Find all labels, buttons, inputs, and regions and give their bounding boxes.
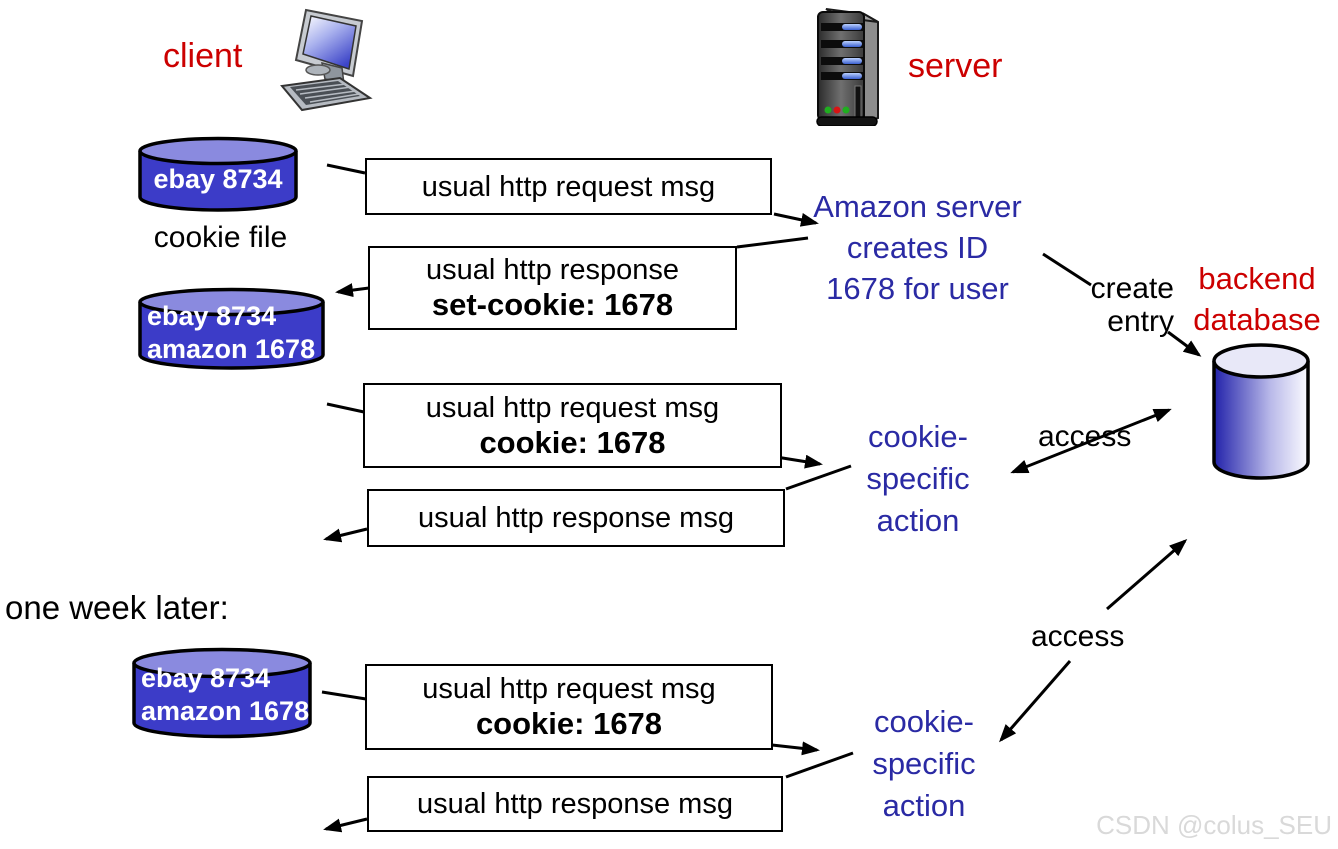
drive-slots: [821, 23, 863, 80]
backend-label-line-2: database: [1193, 302, 1321, 337]
cookie-file-3-entry-2: amazon 1678: [141, 696, 310, 726]
line-response3-in: [785, 751, 854, 779]
amazon-server-note: Amazon server creates ID 1678 for user: [800, 186, 1035, 309]
client-label: client: [163, 37, 243, 75]
client-computer-icon: [280, 8, 373, 112]
message-box-response-2: usual http response msg: [367, 489, 785, 547]
cookie-action-bottom-line-1: cookie-: [874, 704, 974, 739]
amazon-note-line-1: Amazon server: [813, 189, 1022, 224]
access-label-bottom: access: [1031, 620, 1125, 653]
watermark: CSDN @colus_SEU: [1096, 810, 1332, 840]
line-response1-in: [736, 236, 809, 249]
arrow-access-top-bidirectional: [1010, 408, 1172, 474]
cookie-action-bottom-line-3: action: [882, 788, 966, 823]
cookie-file-cylinder-1: [138, 136, 298, 212]
arrows-group: [321, 163, 1202, 833]
create-entry-label: create entry: [1022, 272, 1174, 338]
server-label: server: [908, 47, 1003, 85]
backend-label-line-1: backend: [1198, 261, 1316, 296]
backend-database-cylinder: [1212, 343, 1310, 480]
arrow-access-bottom-to-database: [1106, 539, 1188, 611]
line-create-entry: [1042, 252, 1092, 287]
cookie-action-bottom-line-2: specific: [872, 746, 976, 781]
led-green-2: [842, 106, 850, 114]
arrow-response2-to-client: [323, 527, 368, 543]
message-box-request-1: usual http request msg: [365, 158, 772, 215]
create-entry-line-2: entry: [1107, 305, 1174, 338]
message-cookie-header: set-cookie: 1678: [431, 287, 674, 322]
cookie-action-top-line-1: cookie-: [868, 419, 968, 454]
message-text: usual http response msg: [418, 502, 734, 534]
cookie-file-2-entries: ebay 8734 amazon 1678: [147, 300, 315, 366]
cookie-file-3-entry-1: ebay 8734: [141, 663, 271, 693]
access-label-top: access: [1038, 420, 1132, 453]
monitor: [294, 8, 364, 86]
create-entry-line-1: create: [1090, 272, 1174, 305]
arrow-response1-to-client: [335, 283, 370, 298]
message-cookie-header: cookie: 1678: [475, 706, 663, 741]
cookie-file-2-entry-2: amazon 1678: [147, 334, 316, 364]
line-request1-in: [326, 163, 366, 175]
amazon-note-line-2: creates ID: [846, 230, 989, 265]
line-request2-in: [326, 402, 365, 414]
cookie-file-cylinder-3: [132, 647, 312, 739]
arrow-request1-to-server: [773, 212, 819, 227]
cookie-file-label: cookie file: [153, 221, 288, 254]
message-text: usual http response: [425, 254, 680, 286]
cookie-file-1-entry: ebay 8734: [153, 164, 283, 194]
amazon-note-line-3: 1678 for user: [826, 271, 1009, 306]
cookie-action-top-line-2: specific: [866, 461, 970, 496]
cookie-file-3-entries: ebay 8734 amazon 1678: [141, 662, 309, 728]
cookie-file-2-entry-1: ebay 8734: [147, 301, 277, 331]
keyboard: [280, 76, 373, 112]
message-text: usual http response msg: [417, 788, 733, 820]
message-cookie-header: cookie: 1678: [479, 424, 666, 460]
message-text: usual http request msg: [422, 673, 716, 705]
line-request3-in: [321, 690, 367, 701]
arrow-response3-to-client: [323, 817, 368, 833]
tower-body: [817, 8, 879, 124]
led-green-1: [824, 106, 832, 114]
front-panel: [816, 85, 878, 126]
arrow-access-bottom-to-action: [999, 660, 1072, 743]
line-response2-in: [785, 464, 852, 491]
arrow-entry-to-database: [1167, 330, 1202, 357]
server-tower-icon: [816, 8, 879, 126]
message-text: usual http request msg: [425, 391, 720, 424]
message-text: usual http request msg: [421, 170, 716, 203]
cookie-action-top-line-3: action: [876, 503, 960, 538]
message-box-request-3: usual http request msg cookie: 1678: [365, 664, 773, 750]
backend-database-label: backend database: [1172, 258, 1338, 340]
cookie-action-note-top: cookie- specific action: [843, 416, 993, 542]
message-box-response-1: usual http response set-cookie: 1678: [368, 246, 737, 330]
cookie-action-note-bottom: cookie- specific action: [848, 701, 1000, 827]
message-box-request-2: usual http request msg cookie: 1678: [363, 383, 782, 468]
arrow-request3-to-action: [771, 741, 820, 756]
cookie-file-cylinder-2: [138, 287, 325, 370]
led-red: [833, 106, 841, 114]
message-box-response-3: usual http response msg: [367, 776, 783, 832]
one-week-later-label: one week later:: [5, 589, 229, 626]
